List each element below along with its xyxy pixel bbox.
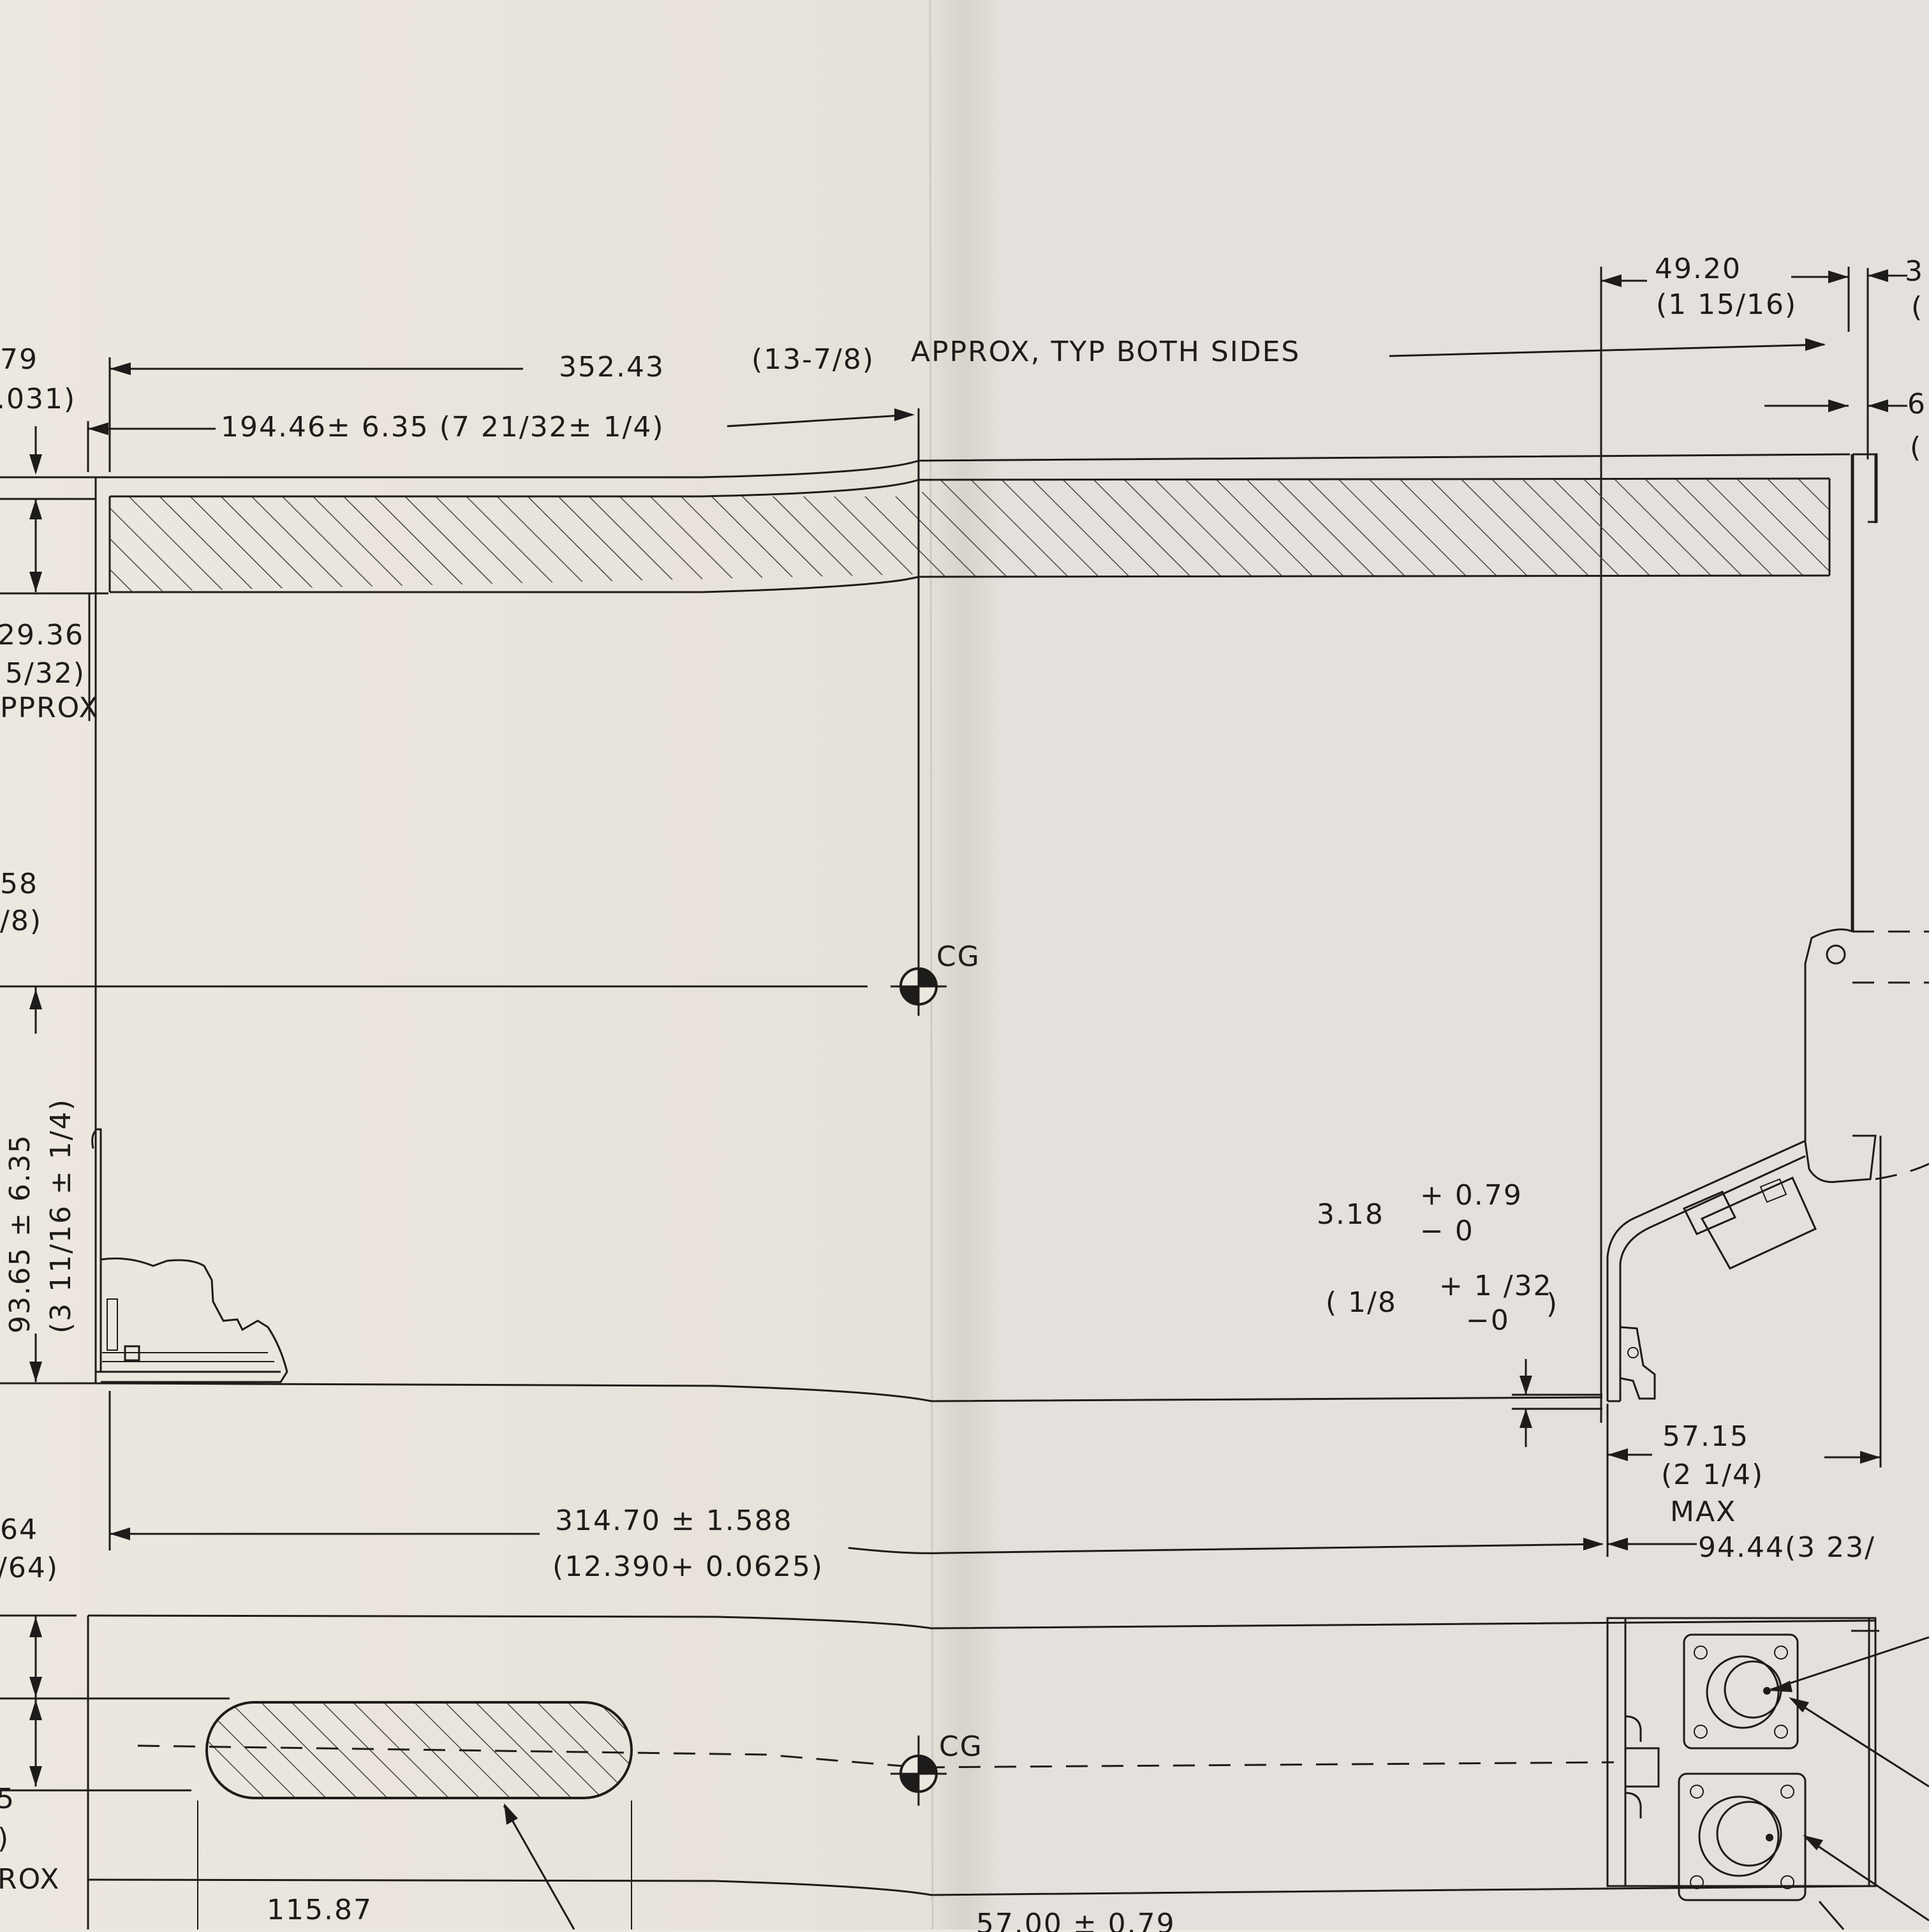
top-view: 5 ) ROX 115.87 57.00 ± 0.79 — [0, 1614, 1929, 1932]
gap-dimension: 3.18 + 0.79 − 0 ( 1/8 + 1 /32 −0 ) — [1317, 1179, 1602, 1447]
handle-hatch — [110, 479, 1829, 592]
cg-label-top: CG — [936, 940, 980, 973]
gap-inches-minus: −0 — [1466, 1304, 1510, 1337]
gap-tol-plus: + 0.79 — [1420, 1179, 1523, 1212]
left-thickness-approx: PPROX — [0, 692, 100, 724]
gap-value: 3.18 — [1317, 1198, 1384, 1231]
base-length-value: 314.70 ± 1.588 — [555, 1505, 793, 1537]
right-depth-inches: (2 1/4) — [1661, 1459, 1764, 1491]
left-mid-inches: /8) — [0, 905, 42, 937]
right-total-value: 94.44(3 23/ — [1698, 1531, 1875, 1564]
base-length-inches: (12.390+ 0.0625) — [552, 1550, 824, 1583]
bottom-length-value: 115.87 — [267, 1894, 373, 1926]
left-mid-value: 58 — [0, 868, 38, 900]
cg-offset-dimension: 194.46± 6.35 (7 21/32± 1/4) — [87, 408, 915, 472]
gap-inches-close: ) — [1546, 1288, 1558, 1320]
overall-length-value: 352.43 — [559, 351, 665, 383]
bottom-left-paren: ) — [0, 1822, 10, 1855]
bottom-partial-dimension: 57.00 ± 0.79 — [976, 1908, 1176, 1932]
edge-paren-mid: ( — [1910, 431, 1922, 464]
cg-offset-value: 194.46± 6.35 (7 21/32± 1/4) — [221, 411, 665, 443]
edge-digit-top: 3 — [1905, 255, 1924, 288]
gap-tol-minus: − 0 — [1420, 1215, 1474, 1247]
flange-width-inches: (1 15/16) — [1656, 288, 1797, 321]
cg-height-value: 93.65 ± 6.35 — [4, 1134, 36, 1334]
left-top-value: 79 — [0, 343, 38, 376]
bottom-left-approx: ROX — [0, 1863, 61, 1896]
overall-length-dimension: 352.43 (13-7/8) APPROX, TYP BOTH SIDES — [108, 336, 1826, 472]
flange-width-value: 49.20 — [1655, 253, 1741, 285]
cg-height-inches: (3 11/16 ± 1/4) — [45, 1098, 77, 1334]
cg-target-icon-bottom: CG — [891, 1730, 983, 1806]
left-thickness-inches: 5/32) — [5, 657, 85, 690]
cg-target-icon: CG — [891, 940, 980, 1016]
left-low-value: 64 — [0, 1513, 38, 1546]
right-depth-dimension: 57.15 (2 1/4) MAX 94.44(3 23/ — [1606, 1136, 1882, 1564]
overall-length-inches: (13-7/8) — [751, 343, 875, 376]
cg-label-bottom: CG — [939, 1730, 983, 1763]
bottom-left-digit: 5 — [0, 1783, 15, 1815]
typ-both-sides-note: APPROX, TYP BOTH SIDES — [911, 336, 1300, 368]
left-top-inches: .031) — [0, 383, 76, 415]
flange-width-dimension: 49.20 (1 15/16) 3 ( 6 ( — [1600, 253, 1926, 1423]
edge-paren-top: ( — [1911, 291, 1923, 323]
right-depth-value: 57.15 — [1662, 1420, 1749, 1453]
left-low-inches: /64) — [0, 1552, 59, 1584]
side-view — [88, 408, 1929, 1402]
base-length-dimension: 314.70 ± 1.588 (12.390+ 0.0625) — [108, 1391, 1604, 1583]
handle-slot-hatch — [205, 1701, 633, 1799]
gap-inches: ( 1/8 — [1326, 1286, 1397, 1319]
left-thickness-value: 29.36 — [0, 619, 84, 651]
gap-inches-plus: + 1 /32 — [1439, 1270, 1553, 1302]
left-dimensions: 79 .031) 29.36 5/32) PPROX 58 /8) 93.65 … — [0, 343, 868, 1584]
paper-fold — [929, 0, 934, 1930]
right-depth-max: MAX — [1670, 1496, 1736, 1528]
edge-digit-mid: 6 — [1907, 388, 1926, 420]
